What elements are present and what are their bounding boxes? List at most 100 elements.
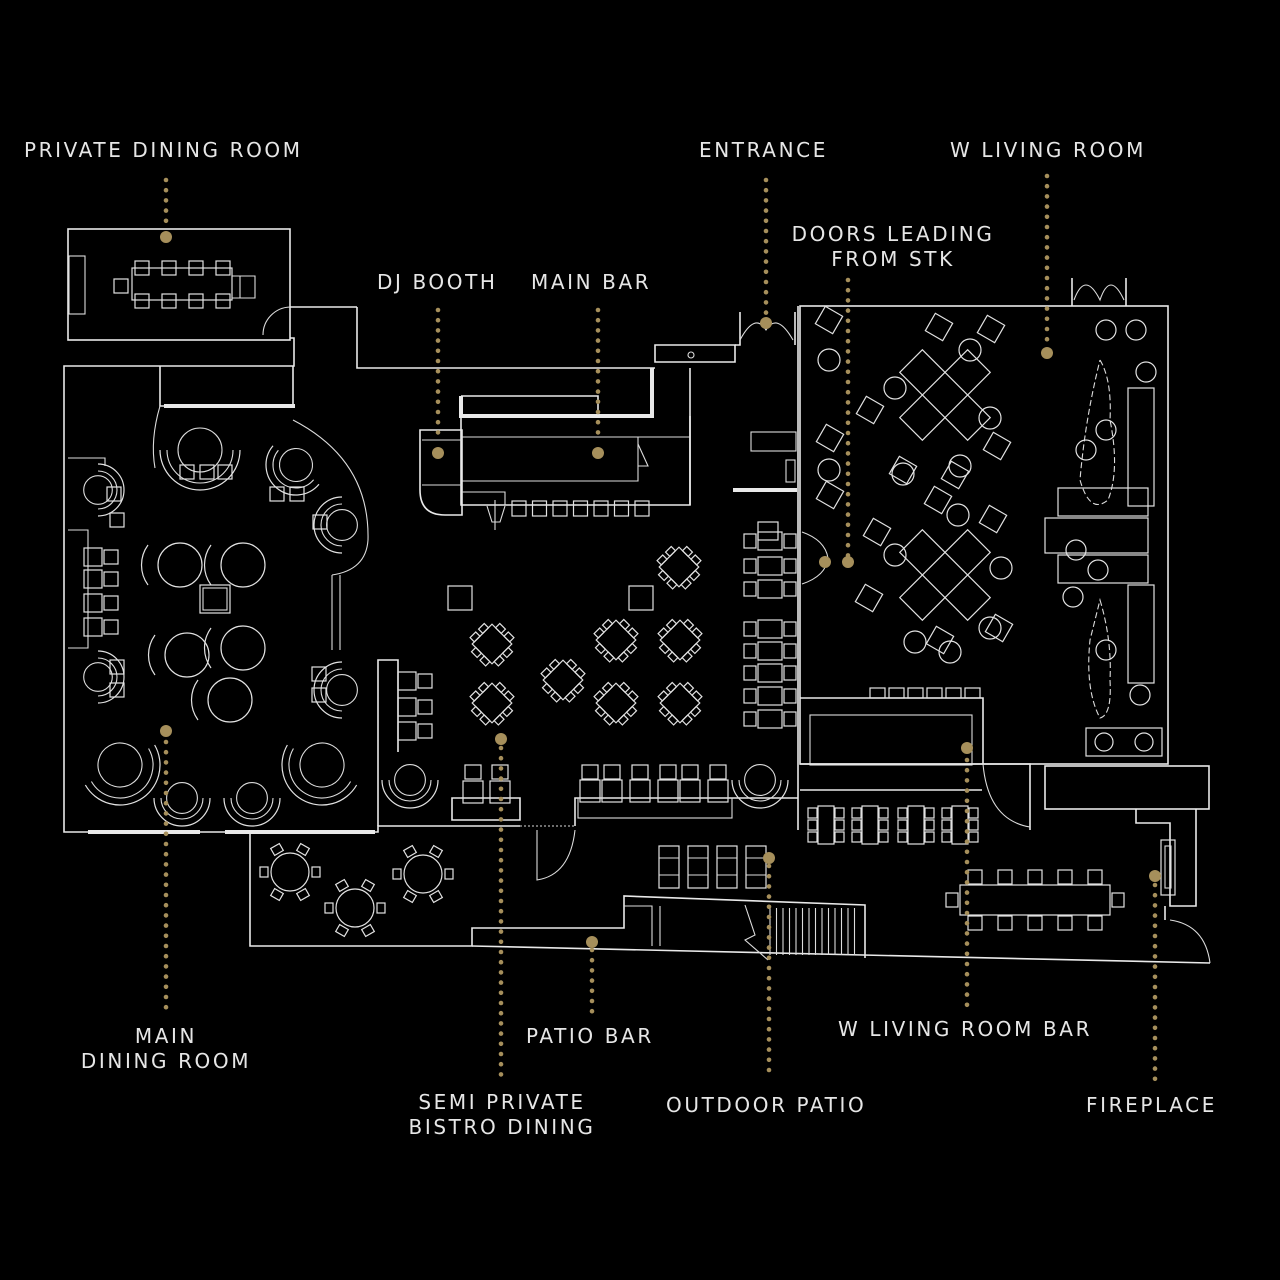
leader-dot xyxy=(595,430,601,435)
chair xyxy=(997,869,1013,885)
leader-dot xyxy=(766,1067,772,1073)
chair xyxy=(682,618,695,631)
leader-dot xyxy=(163,923,169,928)
booth-back xyxy=(223,797,281,827)
furniture xyxy=(83,260,1176,955)
round-table xyxy=(220,542,266,588)
chair xyxy=(594,642,607,655)
chair xyxy=(324,902,334,914)
chair xyxy=(681,651,693,663)
leader-dot xyxy=(1152,892,1158,898)
chair xyxy=(311,866,321,878)
leader-dot xyxy=(1152,903,1158,908)
chair xyxy=(574,667,586,679)
side-table xyxy=(1075,439,1097,461)
round-table xyxy=(157,542,203,588)
bar-stool xyxy=(659,764,677,780)
chair xyxy=(618,618,631,631)
chair xyxy=(834,831,845,843)
leader-dot xyxy=(163,851,169,857)
chair xyxy=(259,866,269,878)
lounge-chair-seam xyxy=(717,857,737,876)
chair xyxy=(968,819,979,831)
leader-dot xyxy=(435,307,441,313)
lounge-chair xyxy=(855,395,885,425)
chair xyxy=(1027,869,1043,885)
two-top-table xyxy=(757,709,783,729)
lounge-chair xyxy=(984,613,1014,643)
chair xyxy=(295,887,311,902)
lounge-chair xyxy=(687,845,709,889)
leader-dot xyxy=(1152,1005,1158,1010)
leader-dot xyxy=(498,857,504,863)
leader-dot xyxy=(1152,994,1158,1000)
leader-dot xyxy=(163,964,169,969)
leader-dot xyxy=(435,419,441,425)
side-table xyxy=(903,630,927,654)
label-line-1: DOORS LEADING xyxy=(791,222,995,246)
bar-stool xyxy=(907,687,924,699)
round-table xyxy=(164,632,210,678)
chair xyxy=(897,819,908,831)
booth-seat xyxy=(388,779,432,802)
chair xyxy=(565,658,578,671)
sofa xyxy=(1057,487,1149,517)
leader-dot xyxy=(766,1016,772,1022)
leader-dot xyxy=(435,328,441,333)
chair xyxy=(691,627,703,639)
leader-dot xyxy=(1152,1045,1158,1051)
leader-dot xyxy=(498,766,504,771)
side-table xyxy=(817,348,841,372)
lounge-chair xyxy=(745,845,767,889)
chair xyxy=(627,690,639,702)
lounge-chair xyxy=(854,583,884,613)
booth-table xyxy=(278,447,314,483)
column xyxy=(628,585,654,611)
cross-coffee-table xyxy=(898,528,992,622)
booth-table xyxy=(97,742,143,788)
bar-stool xyxy=(572,500,589,517)
leader-dot xyxy=(163,208,169,213)
chair xyxy=(541,682,554,695)
leader-dot xyxy=(1044,275,1050,281)
leader-dot xyxy=(163,760,169,765)
bar-seat xyxy=(679,779,701,803)
stairs xyxy=(744,904,769,961)
leader-dot xyxy=(163,994,169,1000)
booth-banquette xyxy=(223,782,281,827)
bar-stool xyxy=(945,687,962,699)
chair xyxy=(188,260,204,276)
leader-dot xyxy=(163,780,169,786)
leader-dot xyxy=(498,796,504,802)
leader-dot xyxy=(498,888,504,894)
leader-dot xyxy=(766,1026,772,1032)
chair xyxy=(311,687,327,703)
chair xyxy=(807,819,818,831)
location-dot-icon xyxy=(819,556,831,568)
leader-dot xyxy=(498,786,504,792)
communal-table xyxy=(959,884,1111,916)
leader-dot xyxy=(498,1072,504,1077)
four-top-table xyxy=(657,681,703,726)
chair xyxy=(103,549,119,565)
chair xyxy=(851,807,862,819)
table xyxy=(659,619,701,661)
bar-stool xyxy=(603,764,621,780)
chair xyxy=(924,819,935,831)
leader-dot xyxy=(964,971,970,977)
four-top-table xyxy=(540,658,586,703)
chair xyxy=(997,915,1013,931)
lounge-chair xyxy=(978,504,1008,534)
window-table xyxy=(83,569,103,589)
lounge-chair xyxy=(982,431,1012,461)
chair xyxy=(783,581,797,597)
leader-dot xyxy=(163,177,169,183)
leader-dot xyxy=(163,831,169,837)
chair xyxy=(897,807,908,819)
leader-dot xyxy=(435,338,441,343)
label-private-dining-room: PRIVATE DINING ROOM xyxy=(24,138,303,162)
leader-dot xyxy=(498,1031,504,1036)
leader-dot xyxy=(763,259,769,264)
table xyxy=(898,528,992,622)
booth-banquette xyxy=(313,496,358,554)
